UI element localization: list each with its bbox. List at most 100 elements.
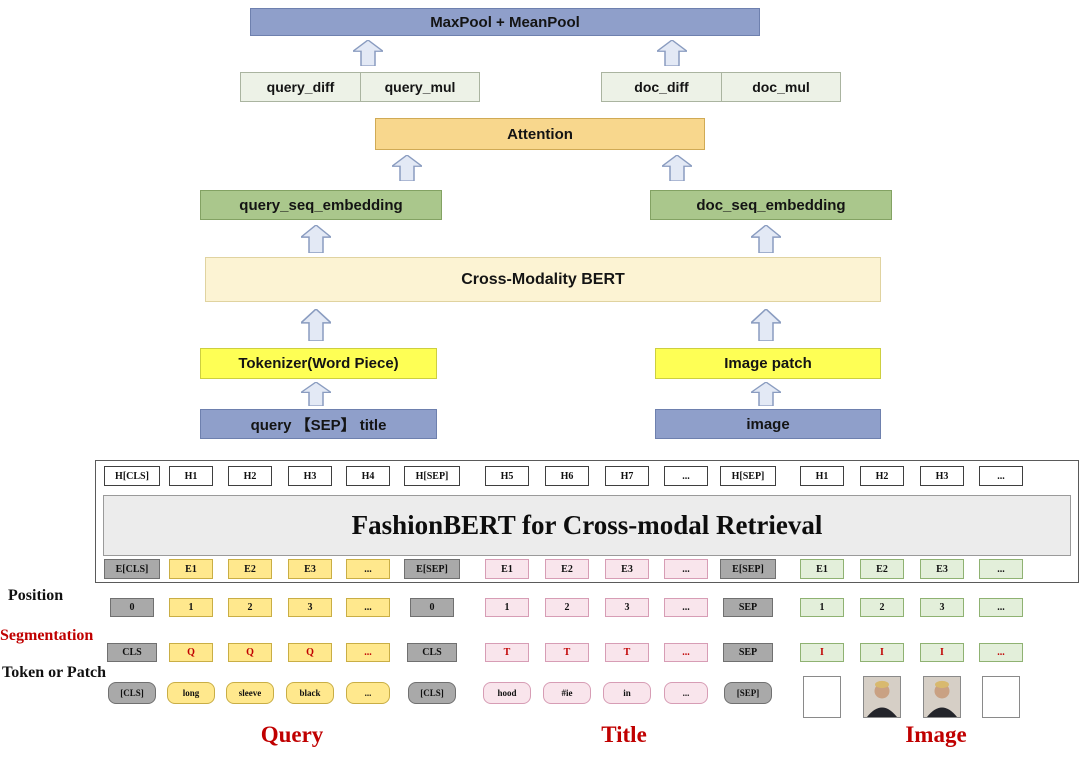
position-row-cell: ... — [979, 598, 1023, 617]
image-patch-box: Image patch — [655, 348, 881, 379]
encoder-title-box: FashionBERT for Cross-modal Retrieval — [103, 495, 1071, 556]
empty-patch — [982, 676, 1020, 718]
position-row-cell: 3 — [920, 598, 964, 617]
segmentation-row-cell: Q — [288, 643, 332, 662]
position-row-cell: 2 — [545, 598, 589, 617]
encoder-title: FashionBERT for Cross-modal Retrieval — [351, 510, 823, 540]
doc-diff-box: doc_diff — [601, 72, 722, 102]
h-row-cell: H2 — [228, 466, 272, 486]
position-row-cell: 1 — [169, 598, 213, 617]
segmentation-row-cell: Q — [169, 643, 213, 662]
token-row-cell: sleeve — [226, 682, 274, 704]
position-row-cell: SEP — [723, 598, 773, 617]
e-row-cell: E1 — [169, 559, 213, 579]
h-row-cell: H5 — [485, 466, 529, 486]
e-row-cell: ... — [979, 559, 1023, 579]
position-row-cell: 3 — [288, 598, 332, 617]
doc-mul-box: doc_mul — [721, 72, 841, 102]
e-row-cell: ... — [346, 559, 390, 579]
segmentation-row-cell: SEP — [723, 643, 773, 662]
up-arrow-icon — [654, 39, 690, 67]
position-row-cell: ... — [346, 598, 390, 617]
token-row-cell: ... — [346, 682, 390, 704]
attention-box: Attention — [375, 118, 705, 150]
h-row-cell: ... — [664, 466, 708, 486]
query-input-box: query 【SEP】 title — [200, 409, 437, 439]
h-row-cell: H7 — [605, 466, 649, 486]
tokenizer-box: Tokenizer(Word Piece) — [200, 348, 437, 379]
position-row-cell: 2 — [228, 598, 272, 617]
doc-seq-embedding-box: doc_seq_embedding — [650, 190, 892, 220]
e-row-cell: ... — [664, 559, 708, 579]
position-row-cell: 1 — [800, 598, 844, 617]
up-arrow-icon — [350, 39, 386, 67]
token-row-cell: [CLS] — [408, 682, 456, 704]
query-mul-box: query_mul — [360, 72, 480, 102]
h-row-cell: H[CLS] — [104, 466, 160, 486]
up-arrow-icon — [298, 307, 334, 342]
e-row-cell: E2 — [545, 559, 589, 579]
e-row-cell: E3 — [920, 559, 964, 579]
model-photo-patch — [923, 676, 961, 718]
token-row-cell: ... — [664, 682, 708, 704]
e-row-cell: E[SEP] — [720, 559, 776, 579]
token-row-cell: black — [286, 682, 334, 704]
e-row-cell: E[SEP] — [404, 559, 460, 579]
up-arrow-icon — [298, 381, 334, 407]
empty-patch — [803, 676, 841, 718]
segmentation-row-cell: I — [800, 643, 844, 662]
up-arrow-icon — [748, 307, 784, 342]
token-row-cell: hood — [483, 682, 531, 704]
up-arrow-icon — [748, 224, 784, 254]
up-arrow-icon — [748, 381, 784, 407]
up-arrow-icon — [389, 154, 425, 182]
h-row-cell: ... — [979, 466, 1023, 486]
h-row-cell: H1 — [169, 466, 213, 486]
e-row-cell: E2 — [860, 559, 904, 579]
position-row-cell: 2 — [860, 598, 904, 617]
cross-modality-bert-box: Cross-Modality BERT — [205, 257, 881, 302]
e-row-cell: E[CLS] — [104, 559, 160, 579]
maxpool-meanpool-box: MaxPool + MeanPool — [250, 8, 760, 36]
h-row-cell: H1 — [800, 466, 844, 486]
token-row-cell: long — [167, 682, 215, 704]
e-row-cell: E2 — [228, 559, 272, 579]
title-group-label: Title — [601, 722, 647, 747]
e-row-cell: E1 — [485, 559, 529, 579]
h-row-cell: H2 — [860, 466, 904, 486]
position-row-cell: 1 — [485, 598, 529, 617]
e-row-cell: E1 — [800, 559, 844, 579]
query-group-label: Query — [260, 722, 324, 747]
segmentation-row-cell: ... — [979, 643, 1023, 662]
query-seq-embedding-box: query_seq_embedding — [200, 190, 442, 220]
h-row-cell: H4 — [346, 466, 390, 486]
segmentation-row-cell: I — [860, 643, 904, 662]
h-row-cell: H[SEP] — [720, 466, 776, 486]
token-or-patch-label: Token or Patch — [2, 664, 107, 681]
segmentation-row-cell: CLS — [407, 643, 457, 662]
token-row-cell: #ie — [543, 682, 591, 704]
h-row-cell: H3 — [920, 466, 964, 486]
up-arrow-icon — [659, 154, 695, 182]
up-arrow-icon — [298, 224, 334, 254]
image-group-label: Image — [905, 722, 967, 747]
position-row-cell: 3 — [605, 598, 649, 617]
segmentation-row-cell: T — [485, 643, 529, 662]
h-row-cell: H3 — [288, 466, 332, 486]
segmentation-row-cell: ... — [664, 643, 708, 662]
position-row-cell: ... — [664, 598, 708, 617]
h-row-cell: H6 — [545, 466, 589, 486]
segmentation-row-cell: I — [920, 643, 964, 662]
segmentation-row-cell: T — [545, 643, 589, 662]
segmentation-row-cell: Q — [228, 643, 272, 662]
query-diff-box: query_diff — [240, 72, 361, 102]
position-row-cell: 0 — [110, 598, 154, 617]
h-row-cell: H[SEP] — [404, 466, 460, 486]
token-row-cell: [CLS] — [108, 682, 156, 704]
segmentation-row-cell: T — [605, 643, 649, 662]
position-label: Position — [8, 587, 64, 604]
segmentation-row-cell: ... — [346, 643, 390, 662]
segmentation-row-cell: CLS — [107, 643, 157, 662]
token-row-cell: [SEP] — [724, 682, 772, 704]
model-photo-patch — [863, 676, 901, 718]
